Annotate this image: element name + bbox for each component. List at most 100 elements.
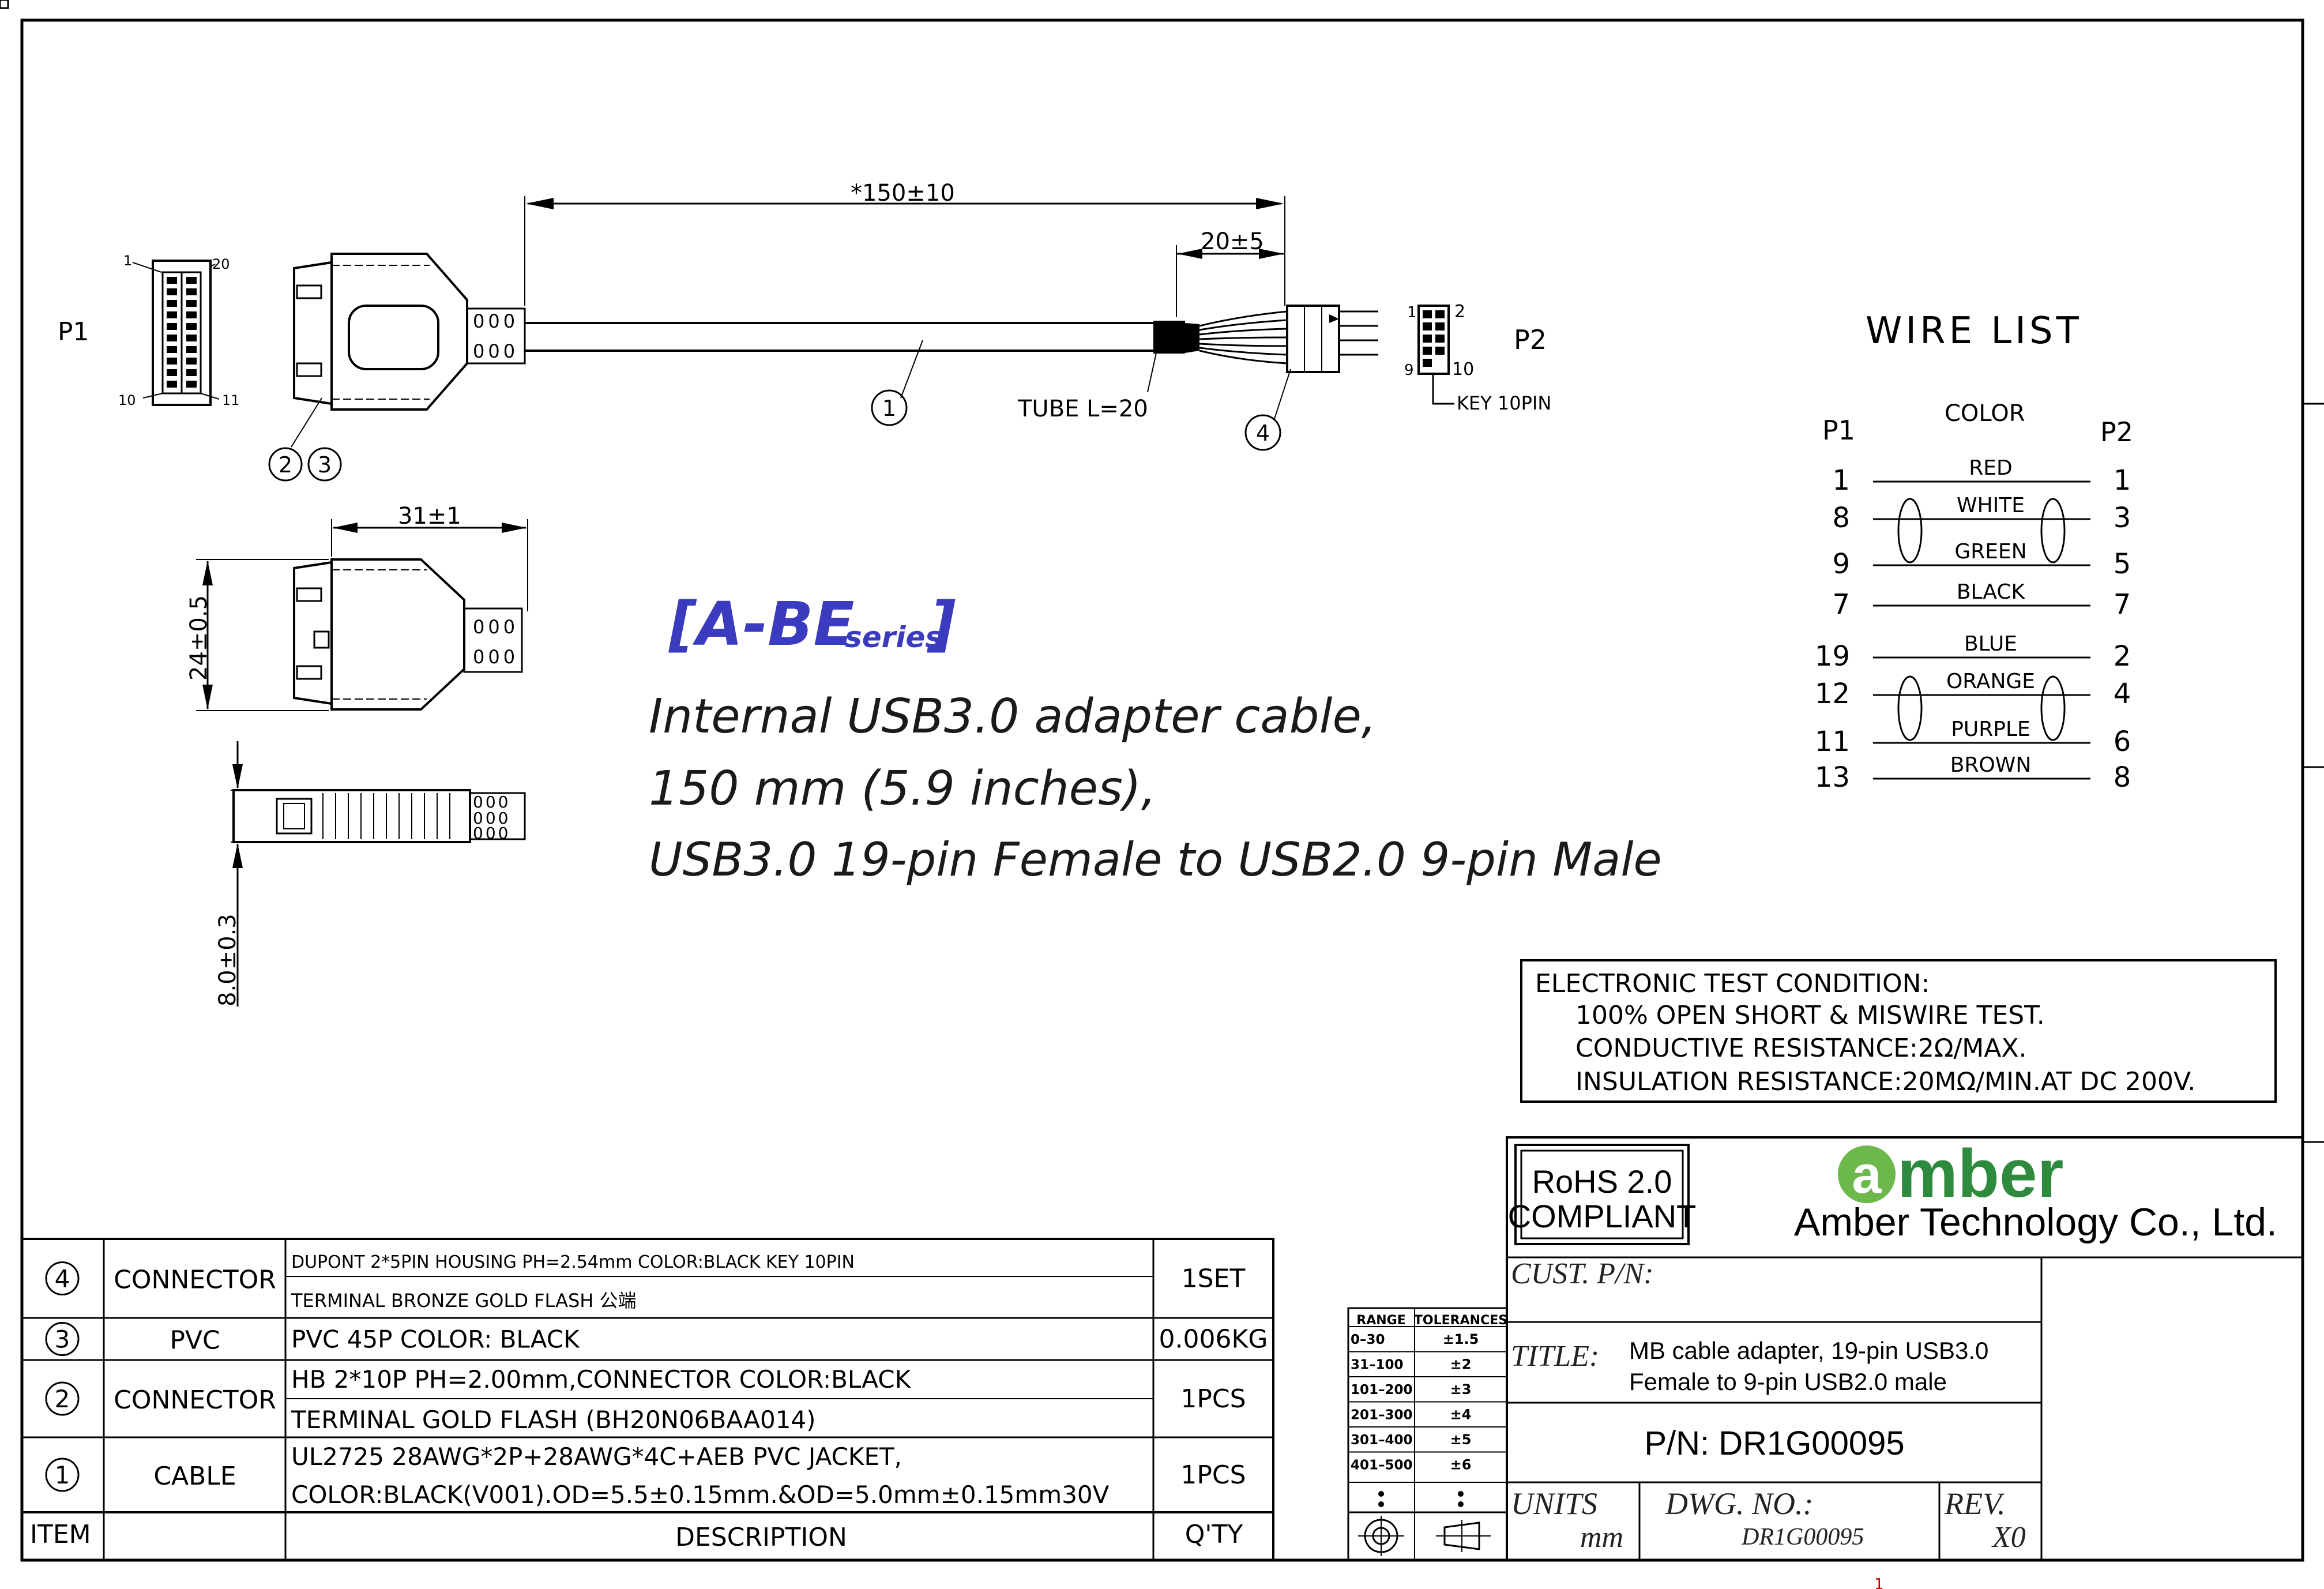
p1-connector-face	[132, 260, 220, 406]
edge-red-mark: 1	[1874, 1576, 1884, 1589]
wire-p2-pin: 6	[2114, 726, 2131, 758]
svg-text:000: 000	[473, 310, 518, 332]
title-line-1: MB cable adapter, 19-pin USB3.0	[1629, 1337, 1988, 1364]
p1-pin	[186, 300, 197, 307]
p1-pin	[167, 335, 177, 341]
tol-range: 401–500	[1351, 1458, 1413, 1473]
bom-table-grid	[21, 1238, 1274, 1561]
p1-pin	[186, 369, 197, 376]
bom-item-number: 2	[55, 1385, 70, 1413]
dimension-height	[196, 559, 329, 711]
dim-split-text: 20±5	[1201, 228, 1264, 255]
p1-pin	[167, 311, 177, 318]
bom-item-circle	[45, 1322, 80, 1356]
bom-item-number: 3	[55, 1325, 70, 1354]
p2-label: P2	[1514, 324, 1547, 355]
company-name: Amber Technology Co., Ltd.	[1794, 1200, 2277, 1244]
p2-pin-2: 2	[1454, 302, 1465, 322]
test-line-3: CONDUCTIVE RESISTANCE:2Ω/MAX.	[1575, 1034, 2026, 1063]
description-line-1: Internal USB3.0 adapter cable,	[649, 689, 1377, 744]
key-label: KEY 10PIN	[1457, 392, 1551, 414]
logo-a-glyph: a	[1852, 1145, 1882, 1204]
tol-value: ±3	[1450, 1381, 1472, 1398]
p1-pin-10: 10	[118, 392, 136, 408]
p2-pin-9: 9	[1404, 362, 1414, 379]
bom-item-name: PVC	[170, 1326, 220, 1355]
bom-item-number: 1	[55, 1461, 70, 1489]
tol-value: ±5	[1450, 1432, 1472, 1448]
p1-pin	[186, 335, 197, 341]
tol-value: ±1.5	[1443, 1331, 1479, 1347]
part-number: P/N: DR1G00095	[1644, 1425, 1904, 1462]
p2-connector-body	[1286, 305, 1378, 373]
tolerance-rows: 0–30±1.531–100±2101–200±3201–300±4301–40…	[1348, 1326, 1507, 1483]
tube-leader	[1147, 352, 1157, 393]
bom-desc-line-2: TERMINAL BRONZE GOLD FLASH 公端	[291, 1290, 637, 1312]
p2-pin-10: 10	[1452, 359, 1474, 380]
rohs-line-2: COMPLIANT	[1508, 1198, 1697, 1234]
p2-connector-face	[1417, 305, 1450, 375]
bom-desc-line-2: COLOR:BLACK(V001).OD=5.5±0.15mm.&OD=5.0m…	[291, 1481, 1110, 1509]
dwg-no-label: DWG. NO.:	[1665, 1486, 1813, 1521]
wire-p1-pin: 13	[1815, 761, 1850, 794]
p1-pin	[186, 346, 197, 353]
tol-range: 301–400	[1351, 1433, 1413, 1448]
svg-text:000: 000	[473, 616, 518, 638]
p1-connector-body	[293, 253, 468, 411]
bom-qty: 1PCS	[1180, 1384, 1246, 1414]
bom-desc-line-2: TERMINAL GOLD FLASH (BH20N06BAA014)	[291, 1406, 816, 1434]
p1-pin	[167, 358, 177, 365]
test-condition-box	[1520, 959, 2277, 1103]
p1-detail-view: 000 000	[293, 558, 523, 711]
p1-pin-1: 1	[123, 253, 132, 269]
tol-range: 31–100	[1351, 1358, 1404, 1373]
tol-range: 0–30	[1351, 1332, 1385, 1347]
tol-value: ±4	[1450, 1407, 1472, 1423]
p1-pin	[167, 323, 177, 330]
p2-pin	[1435, 335, 1445, 343]
series-close: ]	[927, 589, 956, 659]
callout-1-marker	[871, 340, 923, 426]
rohs-line-1: RoHS 2.0	[1532, 1163, 1672, 1200]
wire-p2-pin: 8	[2114, 761, 2131, 794]
dim-height-text: 24±0.5	[186, 595, 212, 681]
bom-item-name: CABLE	[153, 1462, 236, 1491]
p1-pin-11: 11	[222, 392, 240, 408]
wire-p2-pin: 3	[2114, 502, 2131, 534]
bom-header-item: ITEM	[30, 1520, 91, 1549]
rev-value: X0	[1991, 1521, 2026, 1554]
svg-text:000: 000	[473, 340, 518, 362]
svg-text:000: 000	[473, 646, 518, 668]
dwg-no-value: DR1G00095	[1741, 1524, 1864, 1550]
p1-pin	[167, 277, 177, 284]
p1-pin	[186, 381, 197, 388]
bom-header-qty: Q'TY	[1185, 1520, 1243, 1549]
series-suffix: series	[845, 621, 942, 654]
p1-strain-relief: 000 000	[466, 307, 526, 365]
corner-mark	[0, 0, 9, 9]
p2-pin	[1423, 335, 1432, 343]
wire-p1-pin: 8	[1832, 502, 1850, 534]
key-leader	[1432, 374, 1454, 405]
tol-col-range: RANGE	[1356, 1313, 1405, 1328]
dimension-thickness	[231, 741, 277, 1006]
test-line-1: ELECTRONIC TEST CONDITION:	[1535, 969, 1930, 998]
p2-pin-1: 1	[1407, 304, 1417, 321]
p2-pin	[1423, 310, 1432, 318]
callout-3: 3	[318, 452, 332, 478]
tube-label: TUBE L=20	[1017, 396, 1148, 422]
wire-p2-pin: 1	[2114, 464, 2131, 497]
p1-pin	[186, 288, 197, 295]
bom-desc-line-1: UL2725 28AWG*2P+28AWG*4C+AEB PVC JACKET,	[291, 1443, 902, 1471]
bom-qty: 1PCS	[1180, 1460, 1246, 1490]
wire-p1-pin: 12	[1815, 678, 1850, 710]
wire-color: WHITE	[1957, 494, 2025, 517]
bom-item-number: 4	[55, 1265, 70, 1293]
